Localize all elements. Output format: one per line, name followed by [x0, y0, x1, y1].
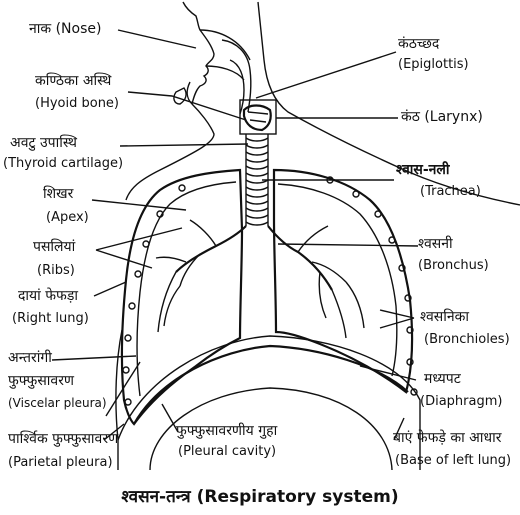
label-epiglottis-hi: कंठच्छद — [398, 37, 439, 52]
label-parietal-hi: पार्श्विक फुफ्फुसावरण — [8, 432, 118, 447]
rib-cross-section — [375, 211, 381, 217]
label-bronchioles-hi: श्वसनिका — [420, 310, 469, 325]
label-visceral-hi: फुफ्फुसावरण — [8, 374, 74, 389]
label-epiglottis-en: (Epiglottis) — [398, 57, 469, 72]
trachea-ring — [246, 222, 268, 225]
trachea-ring — [246, 201, 268, 204]
label-trachea-hi: श्वास-नली — [396, 163, 450, 178]
label-ribs-en: (Ribs) — [37, 263, 75, 278]
rib-cross-section — [125, 335, 131, 341]
label-rightlung-en: (Right lung) — [12, 311, 89, 326]
trachea-ring — [246, 187, 268, 190]
rib-cross-section — [135, 271, 141, 277]
larynx-structure — [240, 100, 276, 134]
rib-cross-section — [353, 191, 359, 197]
trachea-ring — [246, 145, 268, 148]
head-outline — [126, 2, 520, 205]
label-pleuralcavity-hi: फुफ्फुसावरणीय गुहा — [176, 424, 277, 439]
label-diaphragm-hi: मध्यपट — [424, 372, 461, 387]
label-thyroid-hi: अवटु उपास्थि — [10, 136, 77, 151]
bronchial-tree — [156, 220, 364, 338]
label-nose: नाक (Nose) — [29, 22, 101, 37]
label-apex-hi: शिखर — [43, 187, 73, 202]
trachea-ring — [246, 159, 268, 162]
label-visceral-en: (Viscelar pleura) — [8, 396, 107, 411]
trachea-ring — [246, 194, 268, 197]
label-baselung-hi: बाएं फेफड़े का आधार — [393, 431, 501, 446]
trachea-ring — [246, 215, 268, 218]
rib-cross-section — [143, 241, 149, 247]
label-parietal-en: (Parietal pleura) — [8, 455, 113, 470]
label-pleuralcavity-en: (Pleural cavity) — [178, 444, 276, 459]
label-diaphragm-en: (Diaphragm) — [420, 394, 502, 409]
trachea-ring — [246, 173, 268, 176]
trachea-ring — [246, 166, 268, 169]
label-baselung-en: (Base of left lung) — [395, 453, 511, 468]
rib-cross-section — [123, 367, 129, 373]
label-rightlung-hi: दायां फेफड़ा — [18, 289, 78, 304]
rib-cross-section — [179, 185, 185, 191]
rib-cross-section — [129, 303, 135, 309]
trachea-ring — [246, 138, 268, 141]
label-thyroid-en: (Thyroid cartilage) — [3, 156, 123, 171]
label-larynx: कंठ (Larynx) — [401, 110, 483, 125]
label-bronchioles-en: (Bronchioles) — [424, 332, 510, 347]
label-intercostal-hi: अन्तरांगी — [8, 351, 52, 366]
trachea-ring — [246, 152, 268, 155]
label-bronchus-hi: श्वसनी — [418, 237, 453, 252]
diagram-caption: श्वसन-तन्त्र (Respiratory system) — [0, 484, 520, 507]
trachea-ring — [246, 208, 268, 211]
label-hyoid-hi: कण्ठिका अस्थि — [35, 74, 111, 89]
label-apex-en: (Apex) — [46, 210, 89, 225]
label-ribs-hi: पसलियां — [33, 240, 75, 255]
label-bronchus-en: (Bronchus) — [418, 258, 489, 273]
label-hyoid-en: (Hyoid bone) — [35, 96, 119, 111]
rib-cross-section — [125, 399, 131, 405]
label-trachea-en: (Trachea) — [420, 184, 481, 199]
